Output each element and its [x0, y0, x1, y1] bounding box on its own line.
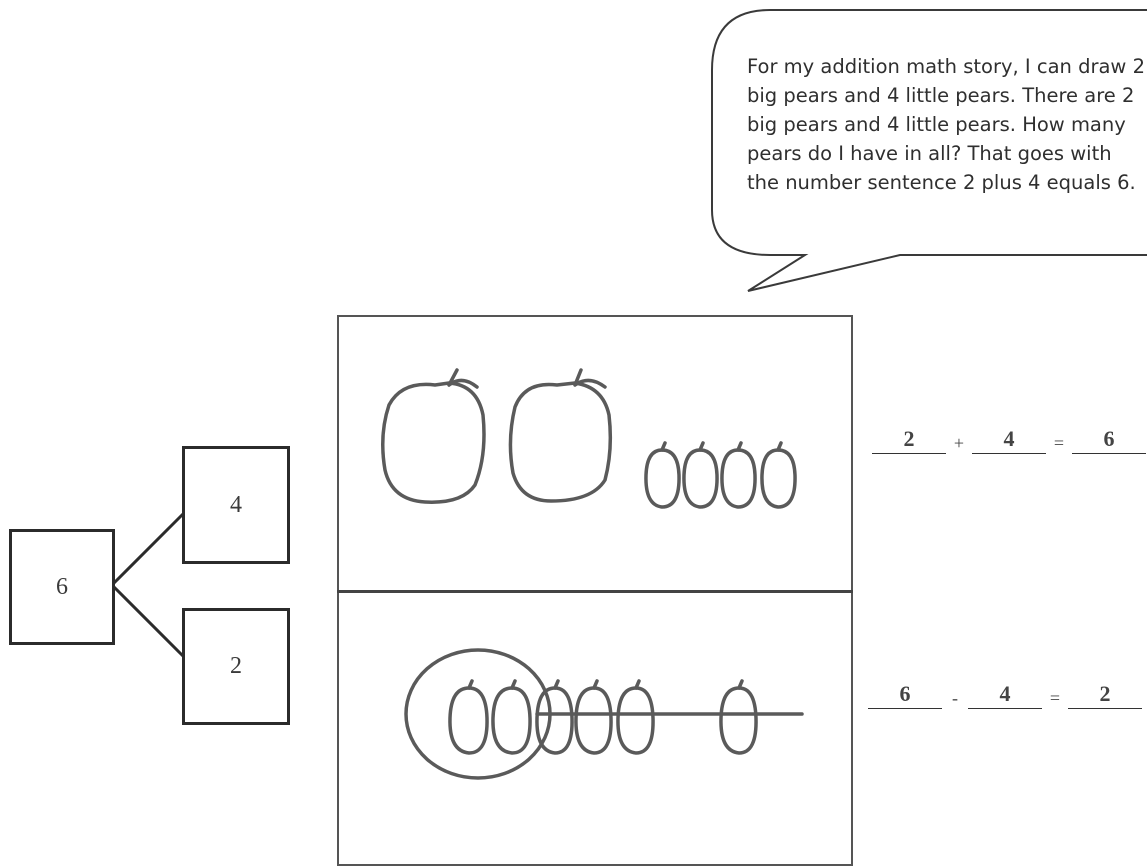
- equals-sign: =: [1053, 433, 1065, 453]
- subtraction-pears-drawing: [404, 648, 804, 780]
- equals-sign: =: [1049, 688, 1061, 708]
- pear-icon: [616, 679, 655, 755]
- pear-icon: [535, 679, 574, 755]
- bubble-line: big pears and 4 little pears. There are …: [747, 84, 1135, 107]
- little-pear-icon: [644, 441, 681, 509]
- part-top-value: 4: [230, 491, 242, 518]
- bubble-line: For my addition math story, I can draw 2: [747, 55, 1145, 78]
- little-pear-icon: [720, 441, 757, 509]
- speech-bubble-text: For my addition math story, I can draw 2…: [747, 52, 1147, 197]
- part-bottom-value: 2: [230, 653, 242, 679]
- big-pear-icon: [508, 368, 613, 503]
- minus-sign: -: [952, 688, 958, 708]
- pear-icon: [491, 679, 532, 755]
- little-pear-icon: [760, 441, 797, 509]
- little-pear-icon: [682, 441, 719, 509]
- pear-icon: [574, 679, 613, 755]
- addition-pears-drawing: [381, 368, 797, 509]
- number-bond-part-top: 4: [182, 446, 290, 564]
- number-bond-whole: 6: [9, 529, 115, 645]
- bubble-line: big pears and 4 little pears. How many: [747, 113, 1126, 136]
- subtrahend-blank: 4: [968, 681, 1042, 709]
- addition-sentence: 2 + 4 = 6: [872, 426, 1146, 454]
- minuend-blank: 6: [868, 681, 942, 709]
- difference-blank: 2: [1068, 681, 1142, 709]
- whole-value: 6: [56, 573, 68, 600]
- number-bond-connectors: [110, 511, 186, 659]
- panel-divider: [337, 590, 853, 593]
- addend1-blank: 2: [872, 426, 946, 454]
- number-bond-part-bottom: 2: [182, 608, 290, 725]
- pear-icon: [719, 679, 758, 755]
- big-pear-icon: [381, 368, 486, 504]
- sum-blank: 6: [1072, 426, 1146, 454]
- bubble-line: the number sentence 2 plus 4 equals 6.: [747, 171, 1136, 194]
- pear-icon: [448, 679, 489, 755]
- subtraction-sentence: 6 - 4 = 2: [868, 681, 1142, 709]
- addend2-blank: 4: [972, 426, 1046, 454]
- plus-sign: +: [953, 433, 965, 453]
- bubble-line: pears do I have in all? That goes with: [747, 142, 1112, 165]
